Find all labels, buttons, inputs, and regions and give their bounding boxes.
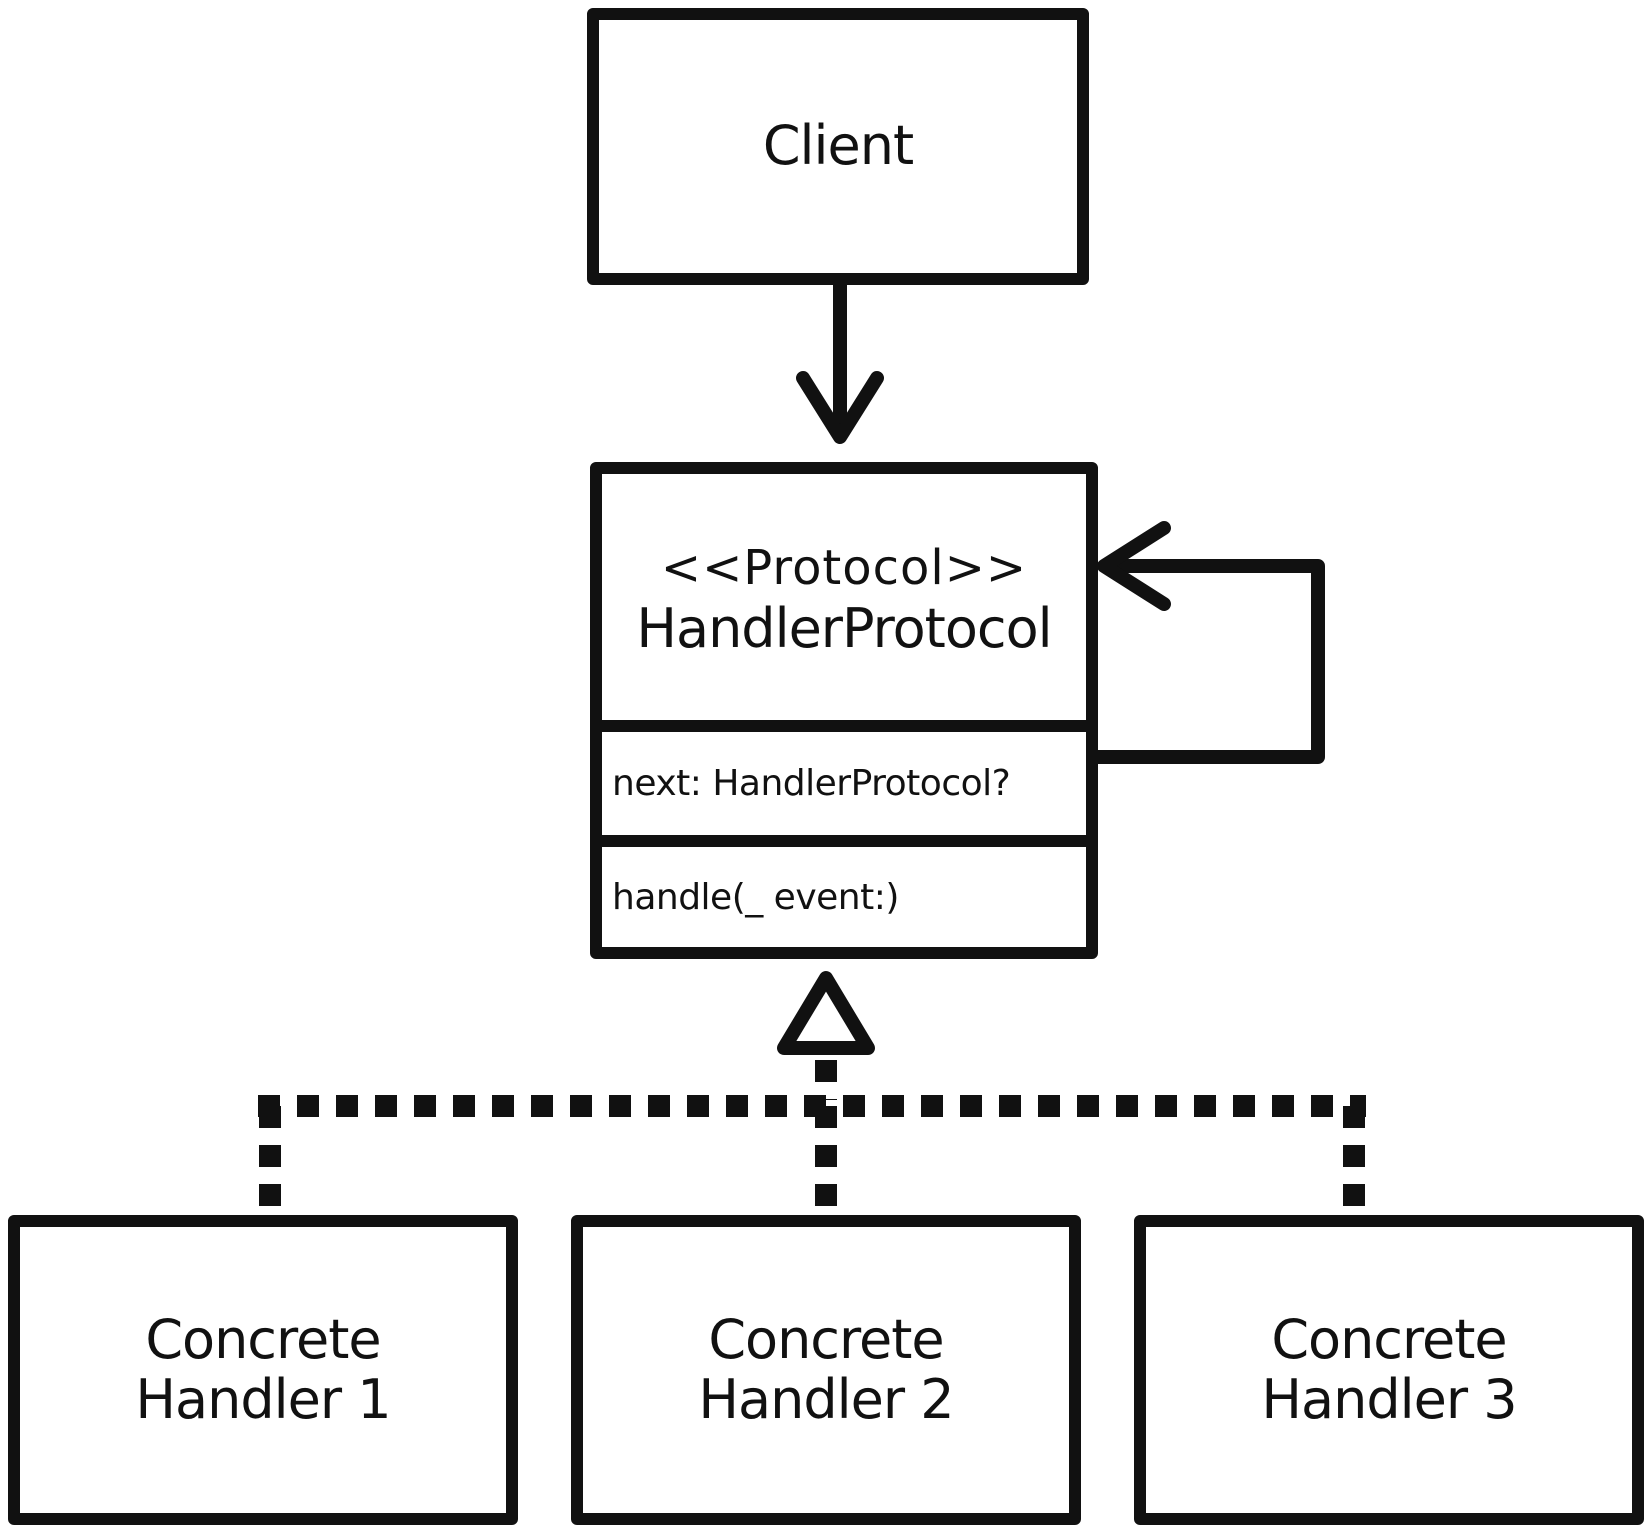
protocol-attribute-section: next: HandlerProtocol?	[602, 720, 1086, 835]
protocol-header: <<Protocol>> HandlerProtocol	[602, 474, 1086, 720]
self-association-arrow	[1089, 521, 1325, 764]
concrete-handler-3-box: Concrete Handler 3	[1134, 1215, 1644, 1525]
protocol-method-section: handle(_ event:)	[602, 835, 1086, 947]
client-to-protocol-arrow	[796, 276, 884, 444]
protocol-name: HandlerProtocol	[636, 597, 1052, 661]
concrete-handler-2-line1: Concrete	[708, 1307, 944, 1371]
concrete-handler-3-line1: Concrete	[1271, 1307, 1507, 1371]
concrete-handler-2-box: Concrete Handler 2	[571, 1215, 1081, 1525]
realization-arrowhead	[777, 971, 875, 1055]
protocol-method: handle(_ event:)	[612, 876, 899, 918]
protocol-stereotype: <<Protocol>>	[660, 539, 1028, 596]
concrete-handler-1-line2: Handler 1	[135, 1368, 391, 1431]
client-box: Client	[587, 8, 1089, 285]
client-label: Client	[762, 114, 914, 178]
concrete-handler-2-line2: Handler 2	[698, 1368, 954, 1431]
concrete-handler-3-line2: Handler 3	[1261, 1368, 1517, 1431]
realization-lines	[258, 1060, 1366, 1215]
protocol-attribute: next: HandlerProtocol?	[612, 763, 1011, 804]
handler-protocol-box: <<Protocol>> HandlerProtocol next: Handl…	[590, 462, 1098, 959]
concrete-handler-1-box: Concrete Handler 1	[8, 1215, 518, 1525]
concrete-handler-1-line1: Concrete	[145, 1307, 381, 1371]
